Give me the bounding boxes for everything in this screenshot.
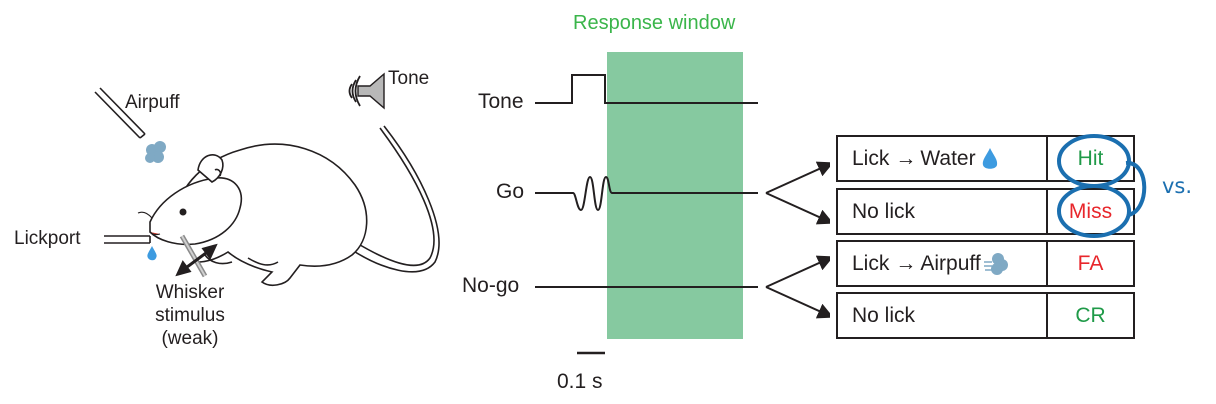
signal-label-go: Go: [496, 180, 525, 203]
outcome-action-cell: No lick: [838, 294, 1048, 337]
arrow-icon: →: [895, 251, 917, 275]
hit-highlight-circle: [1057, 134, 1131, 188]
result-text: Airpuff: [920, 251, 981, 275]
outcome-row-hit: Lick → Water Hit: [836, 135, 1135, 182]
mouse-eye: [179, 208, 187, 216]
tone-source-label: Tone: [388, 68, 430, 89]
mouse-body: [149, 125, 440, 287]
outcome-row-cr: No lick CR: [836, 292, 1135, 339]
mouse-apparatus-illustration: [94, 72, 440, 287]
signal-label-nogo: No-go: [462, 274, 520, 297]
whisker-label-line1: Whisker: [155, 282, 225, 303]
water-drop-icon: [982, 147, 997, 169]
action-text: No lick: [852, 303, 916, 327]
response-window-title: Response window: [573, 12, 736, 34]
outcome-action-cell: No lick: [838, 190, 1048, 233]
outcome-row-miss: No lick Miss: [836, 188, 1135, 235]
go-branch-arrows: [765, 161, 830, 225]
water-drop-icon: [147, 246, 157, 261]
outcome-label-miss: Miss: [1068, 199, 1113, 223]
timeline-traces: [535, 74, 830, 355]
lickport-tube: [104, 235, 151, 244]
mouse-tongue: [149, 231, 161, 236]
outcome-label-fa: FA: [1077, 251, 1104, 275]
scalebar-label: 0.1 s: [557, 370, 603, 393]
outcome-label-cr: CR: [1075, 303, 1106, 327]
hit-vs-miss-highlight: [1057, 134, 1147, 238]
outcome-row-fa: Lick → Airpuff FA: [836, 240, 1135, 287]
comparison-bracket: [1125, 161, 1147, 217]
outcome-action-cell: Lick → Airpuff: [838, 242, 1048, 285]
whisker-label-line2: stimulus: [155, 305, 225, 326]
lickport-label: Lickport: [14, 228, 81, 249]
result-text: Water: [920, 146, 976, 170]
arrow-icon: →: [895, 146, 917, 170]
airpuff-icon: [983, 252, 1008, 275]
action-text: Lick: [852, 146, 890, 170]
action-text: Lick: [852, 251, 890, 275]
airpuff-cloud-icon: [145, 141, 166, 163]
whisker-stimulator: [179, 234, 208, 278]
miss-highlight-circle: [1057, 184, 1131, 238]
vs-label: vs.: [1162, 174, 1193, 198]
speaker-icon: [348, 72, 385, 110]
tone-trace: [535, 74, 758, 104]
airpuff-tube: [94, 87, 146, 139]
response-window-band: [607, 52, 743, 339]
nogo-branch-arrows: [765, 255, 830, 319]
airpuff-label: Airpuff: [125, 92, 180, 113]
whisker-label-line3: (weak): [161, 328, 219, 349]
action-text: No lick: [852, 199, 916, 223]
outcome-action-cell: Lick → Water: [838, 137, 1048, 180]
signal-label-tone: Tone: [478, 90, 524, 113]
bidirectional-arrow-icon: [175, 243, 218, 277]
outcome-label-hit: Hit: [1077, 146, 1104, 170]
go-trace: [535, 175, 758, 212]
